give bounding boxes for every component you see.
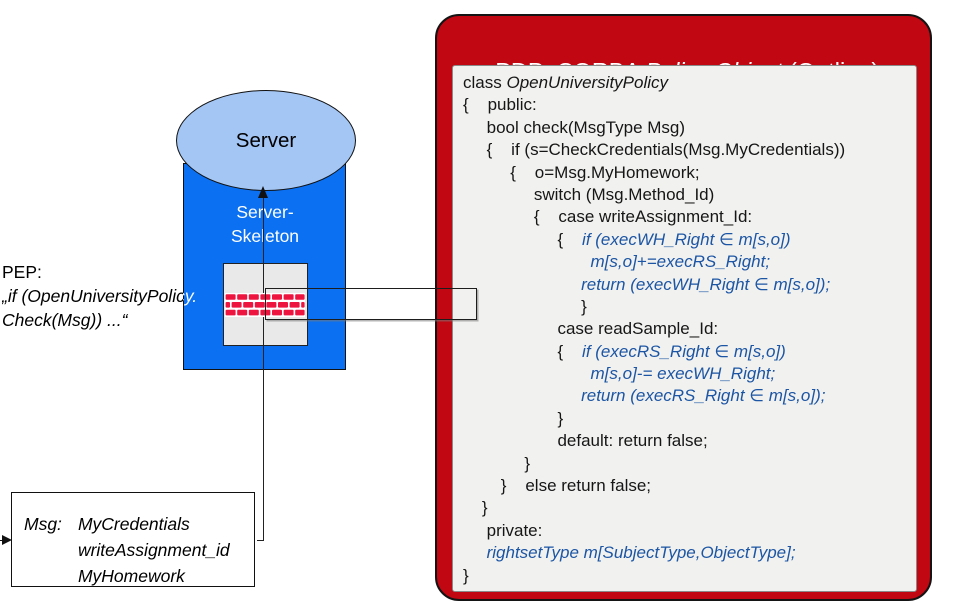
code-line: switch (Msg.Method_Id)	[463, 184, 715, 204]
pep-quote-line2: Check(Msg)) ...“	[2, 310, 128, 330]
msg-box: Msg: MyCredentials writeAssignment_id My…	[11, 492, 255, 587]
code-line: { o=Msg.MyHomework;	[463, 162, 700, 182]
message-flow-line	[262, 196, 265, 541]
code-line: m[s,o]-= execWH_Right;	[463, 364, 776, 384]
msg-item: MyCredentials	[77, 514, 190, 534]
code-line: }	[463, 565, 469, 585]
pep-annotation: PEP: „if (OpenUniversityPolicy. Check(Ms…	[2, 260, 197, 332]
code-line: { case writeAssignment_Id:	[463, 207, 753, 227]
code-line: }	[463, 453, 531, 473]
server-label: Server	[235, 128, 297, 152]
msg-items: MyCredentials writeAssignment_id MyHomew…	[78, 511, 230, 589]
msg-label: Msg:	[24, 514, 62, 534]
code-line: default: return false;	[463, 431, 708, 451]
code-line: { if (s=CheckCredentials(Msg.MyCredentia…	[463, 140, 846, 160]
code-line: m[s,o]+=execRS_Right;	[463, 252, 771, 272]
msg-item: MyHomework	[77, 566, 185, 586]
code-line: { public:	[463, 95, 537, 115]
server-skeleton-label: Server- Skeleton	[183, 200, 347, 248]
code-line: return (execWH_Right ∈ m[s,o]);	[463, 274, 831, 294]
code-line: }	[463, 408, 564, 428]
pdp-code: class OpenUniversityPolicy { public: bool…	[452, 65, 917, 592]
code-line: } else return false;	[463, 476, 652, 496]
code-line: }	[463, 296, 587, 316]
code-line: bool check(MsgType Msg)	[463, 117, 686, 137]
pdp-panel: PDP: CORBA Policy Object (Outline) class…	[435, 14, 932, 601]
pep-label: PEP:	[2, 262, 42, 282]
arrow-right-icon	[2, 535, 12, 545]
code-line: return (execRS_Right ∈ m[s,o]);	[463, 386, 826, 406]
code-line: }	[463, 498, 488, 518]
code-line: { if (execRS_Right ∈ m[s,o])	[463, 341, 786, 361]
code-line: case readSample_Id:	[463, 319, 719, 339]
code-line: rightsetType m[SubjectType,ObjectType];	[463, 543, 796, 563]
arrow-up-icon	[258, 186, 268, 198]
code-line: private:	[463, 520, 543, 540]
message-flow-elbow	[257, 539, 264, 542]
msg-item: writeAssignment_id	[77, 540, 230, 560]
pep-pdp-connector-rect	[265, 288, 477, 320]
server-ellipse: Server	[176, 90, 356, 191]
code-line: class OpenUniversityPolicy	[463, 73, 669, 92]
server-skeleton-label-line1: Server-	[236, 202, 294, 222]
pep-quote-line1: „if (OpenUniversityPolicy.	[2, 286, 198, 306]
server-skeleton-label-line2: Skeleton	[230, 226, 300, 246]
code-line: { if (execWH_Right ∈ m[s,o])	[463, 229, 791, 249]
